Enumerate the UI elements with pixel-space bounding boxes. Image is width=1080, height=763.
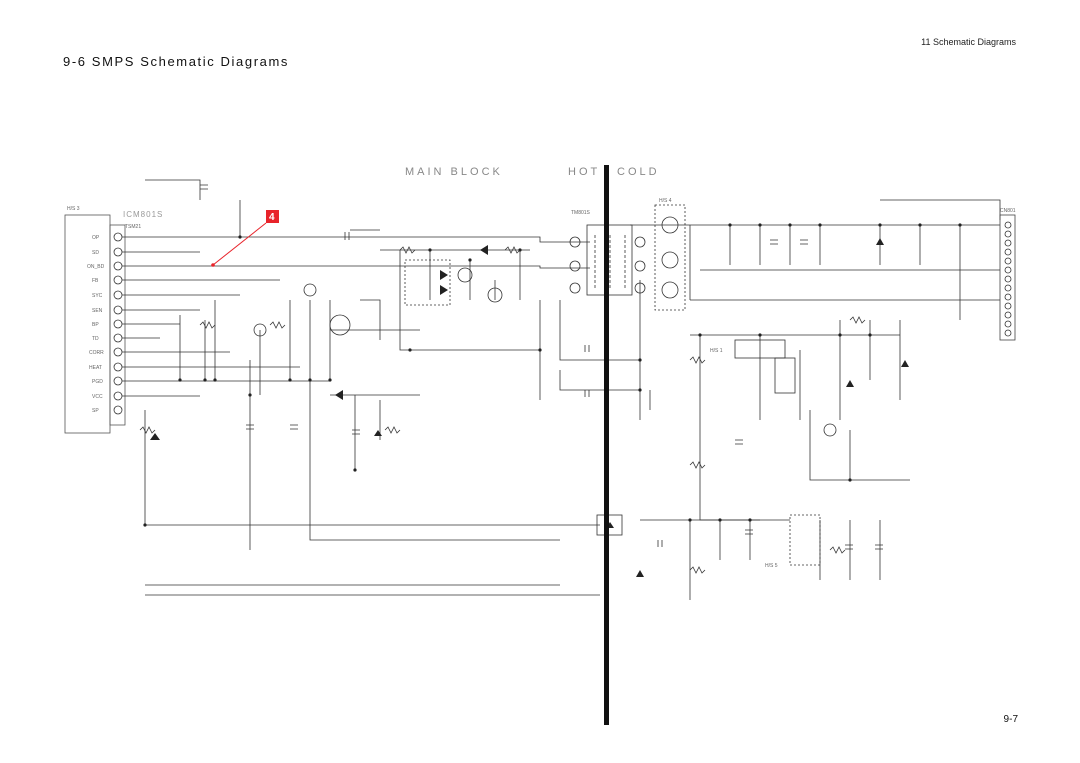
section-header: 11 Schematic Diagrams [921,37,1016,47]
ic-sub-label: TSM21 [125,224,141,230]
transformer-core [586,224,633,296]
pin-label: SP [92,408,99,414]
ic-pin-labels: OP SD ON_BD FB SYC SEN BP TD CORR HEAT P… [87,235,105,414]
pin-label: HEAT [89,365,102,371]
isolation-barrier [604,165,609,725]
pin-label: VCC [92,394,103,400]
connector-body [999,214,1016,341]
pin-label: FB [92,278,99,284]
ref-mid: H/S 1 [710,348,723,354]
transformer-label: TM801S [571,210,591,216]
ref-left-top: H/S 3 [67,206,80,212]
connector-label: CN801 [1000,208,1016,214]
pin-label: SEN [92,308,103,314]
pin-label: ON_BD [87,264,105,270]
pin-label: PGD [92,379,103,385]
pin-label: SD [92,250,99,256]
pin-label: BP [92,322,99,328]
callout-number: 4 [269,212,275,223]
pin-label: OP [92,235,100,241]
ref-right-bottom: H/S 5 [765,563,778,569]
ic-body [64,214,111,434]
ref-right-top: H/S 4 [659,198,672,204]
main-block-label: MAIN BLOCK [405,166,503,178]
ic-label: ICM801S [123,210,163,219]
page-title: 9-6 SMPS Schematic Diagrams [63,54,289,69]
pin-label: CORR [89,350,104,356]
hot-side-label: HOT [568,166,600,178]
page-number: 9-7 [1003,714,1018,725]
callout-4: 4 [211,210,279,267]
cold-side-label: COLD [617,166,660,178]
pin-label: TD [92,336,99,342]
pin-label: SYC [92,293,103,299]
ic-pins [113,232,123,415]
